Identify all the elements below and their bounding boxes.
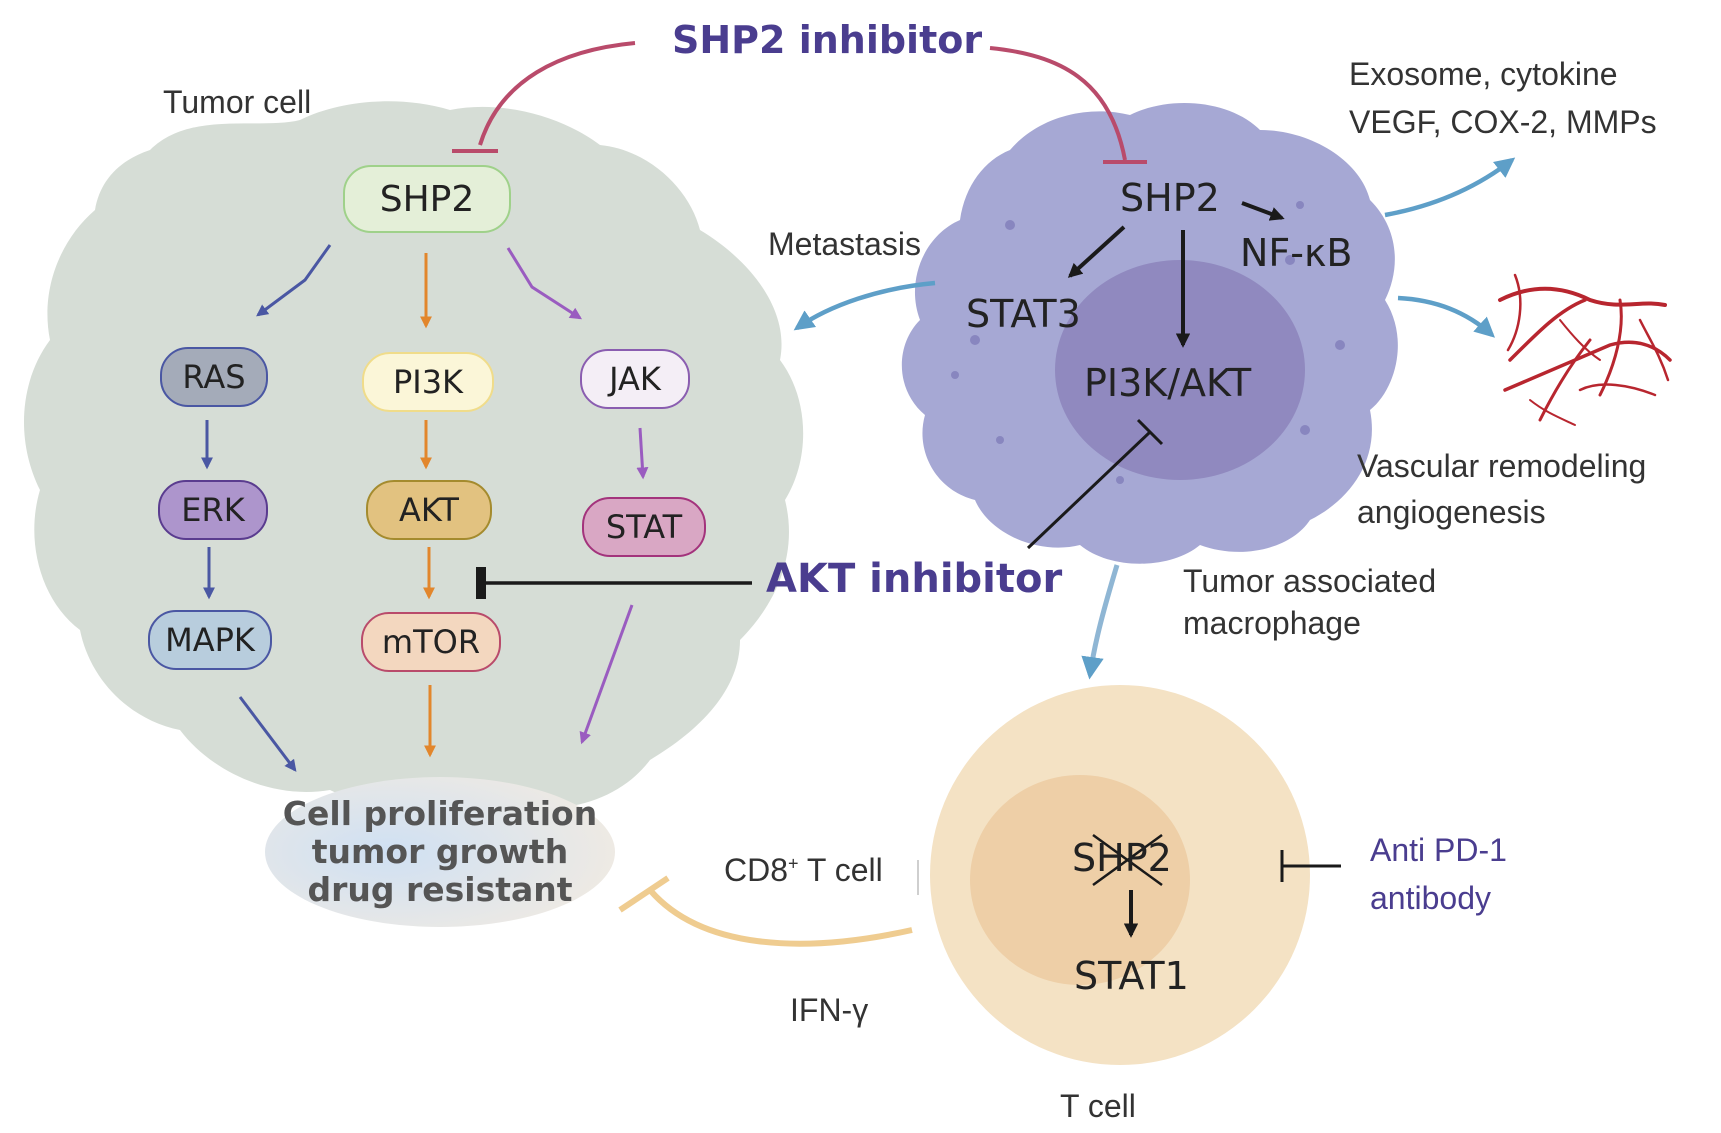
arrow-shp2-jak — [506, 247, 583, 320]
ifn-arc — [647, 888, 913, 947]
node-erk: ERK — [158, 480, 268, 540]
vascular-line-2: angiogenesis — [1357, 494, 1546, 530]
node-mtor: mTOR — [361, 612, 501, 672]
macrophage-pi3k-akt: PI3K/AKT — [1084, 361, 1252, 405]
arrow-vascular — [1397, 295, 1495, 338]
ifn-bar — [618, 875, 670, 913]
anti-pd1-line-1: Anti PD-1 — [1370, 832, 1507, 868]
cd8-suffix: T cell — [798, 852, 883, 888]
arrow-shp2-nfkb — [1241, 201, 1285, 221]
arrow-jak-stat — [636, 427, 649, 480]
metastasis-label: Metastasis — [768, 226, 921, 262]
secreted-line-1: Exosome, cytokine — [1349, 56, 1618, 92]
macrophage-speckles — [951, 201, 1345, 484]
arrow-to-tcell — [1081, 564, 1120, 680]
arrow-stat-outcome — [579, 604, 634, 745]
macrophage-label-line-1: Tumor associated — [1183, 563, 1437, 599]
node-shp2-tumor: SHP2 — [343, 165, 511, 233]
outcome-ellipse — [265, 777, 615, 927]
node-stat: STAT — [582, 497, 706, 557]
tcell-shp2: SHP2 — [1072, 836, 1172, 880]
secreted-line-2: VEGF, COX-2, MMPs — [1349, 104, 1657, 140]
outcome-line-2: tumor growth — [311, 832, 569, 871]
outcome-text: Cell proliferation tumor growth drug res… — [265, 795, 615, 909]
tumor-cell-label: Tumor cell — [163, 84, 312, 120]
node-ras: RAS — [160, 347, 268, 407]
node-mapk: MAPK — [148, 610, 272, 670]
vascular-line-1: Vascular remodeling — [1357, 448, 1647, 484]
shp2-inhibitor-label: SHP2 inhibitor — [672, 18, 983, 62]
arrow-metastasis — [793, 280, 936, 331]
outcome-line-3: drug resistant — [307, 870, 573, 909]
arrow-mapk-outcome — [238, 696, 297, 772]
tcell-label: T cell — [1060, 1088, 1136, 1124]
macrophage-stat3: STAT3 — [966, 292, 1081, 336]
akt-inhibitor-label: AKT inhibitor — [766, 556, 1063, 602]
akt-inhibitor-bar-right — [1136, 418, 1164, 446]
shp2-inhibitor-line-left — [478, 41, 636, 146]
shp2-cross-b — [1092, 833, 1163, 887]
shp2-inhibitor-line-right — [989, 46, 1127, 161]
blood-vessels — [1498, 273, 1672, 426]
akt-inhibitor-line-right — [1026, 430, 1152, 550]
outcome-line-1: Cell proliferation — [282, 794, 598, 833]
node-jak: JAK — [580, 349, 690, 409]
vascular-label: Vascular remodeling angiogenesis — [1357, 443, 1646, 535]
macrophage-nfkb: NF-κB — [1240, 231, 1353, 275]
arrow-shp2-stat3 — [1067, 225, 1126, 278]
macrophage-label: Tumor associated macrophage — [1183, 560, 1436, 644]
ifn-label: IFN-γ — [790, 992, 869, 1028]
macrophage-shp2: SHP2 — [1120, 176, 1220, 220]
anti-pd1-line-2: antibody — [1370, 880, 1491, 916]
cd8-prefix: CD8 — [724, 852, 789, 888]
cd8-label: CD8+ T cell — [724, 852, 883, 889]
anti-pd1-label: Anti PD-1 antibody — [1370, 826, 1507, 922]
macrophage-label-line-2: macrophage — [1183, 605, 1361, 641]
macrophage-nucleus — [1055, 260, 1305, 480]
arrow-secreted — [1384, 157, 1516, 218]
node-akt: AKT — [366, 480, 492, 540]
arrow-shp2-ras — [256, 244, 332, 317]
secreted-factors-label: Exosome, cytokine VEGF, COX-2, MMPs — [1349, 50, 1657, 146]
node-pi3k: PI3K — [362, 352, 494, 412]
tcell-stat1: STAT1 — [1074, 954, 1189, 998]
cd8-sup: + — [788, 853, 799, 874]
